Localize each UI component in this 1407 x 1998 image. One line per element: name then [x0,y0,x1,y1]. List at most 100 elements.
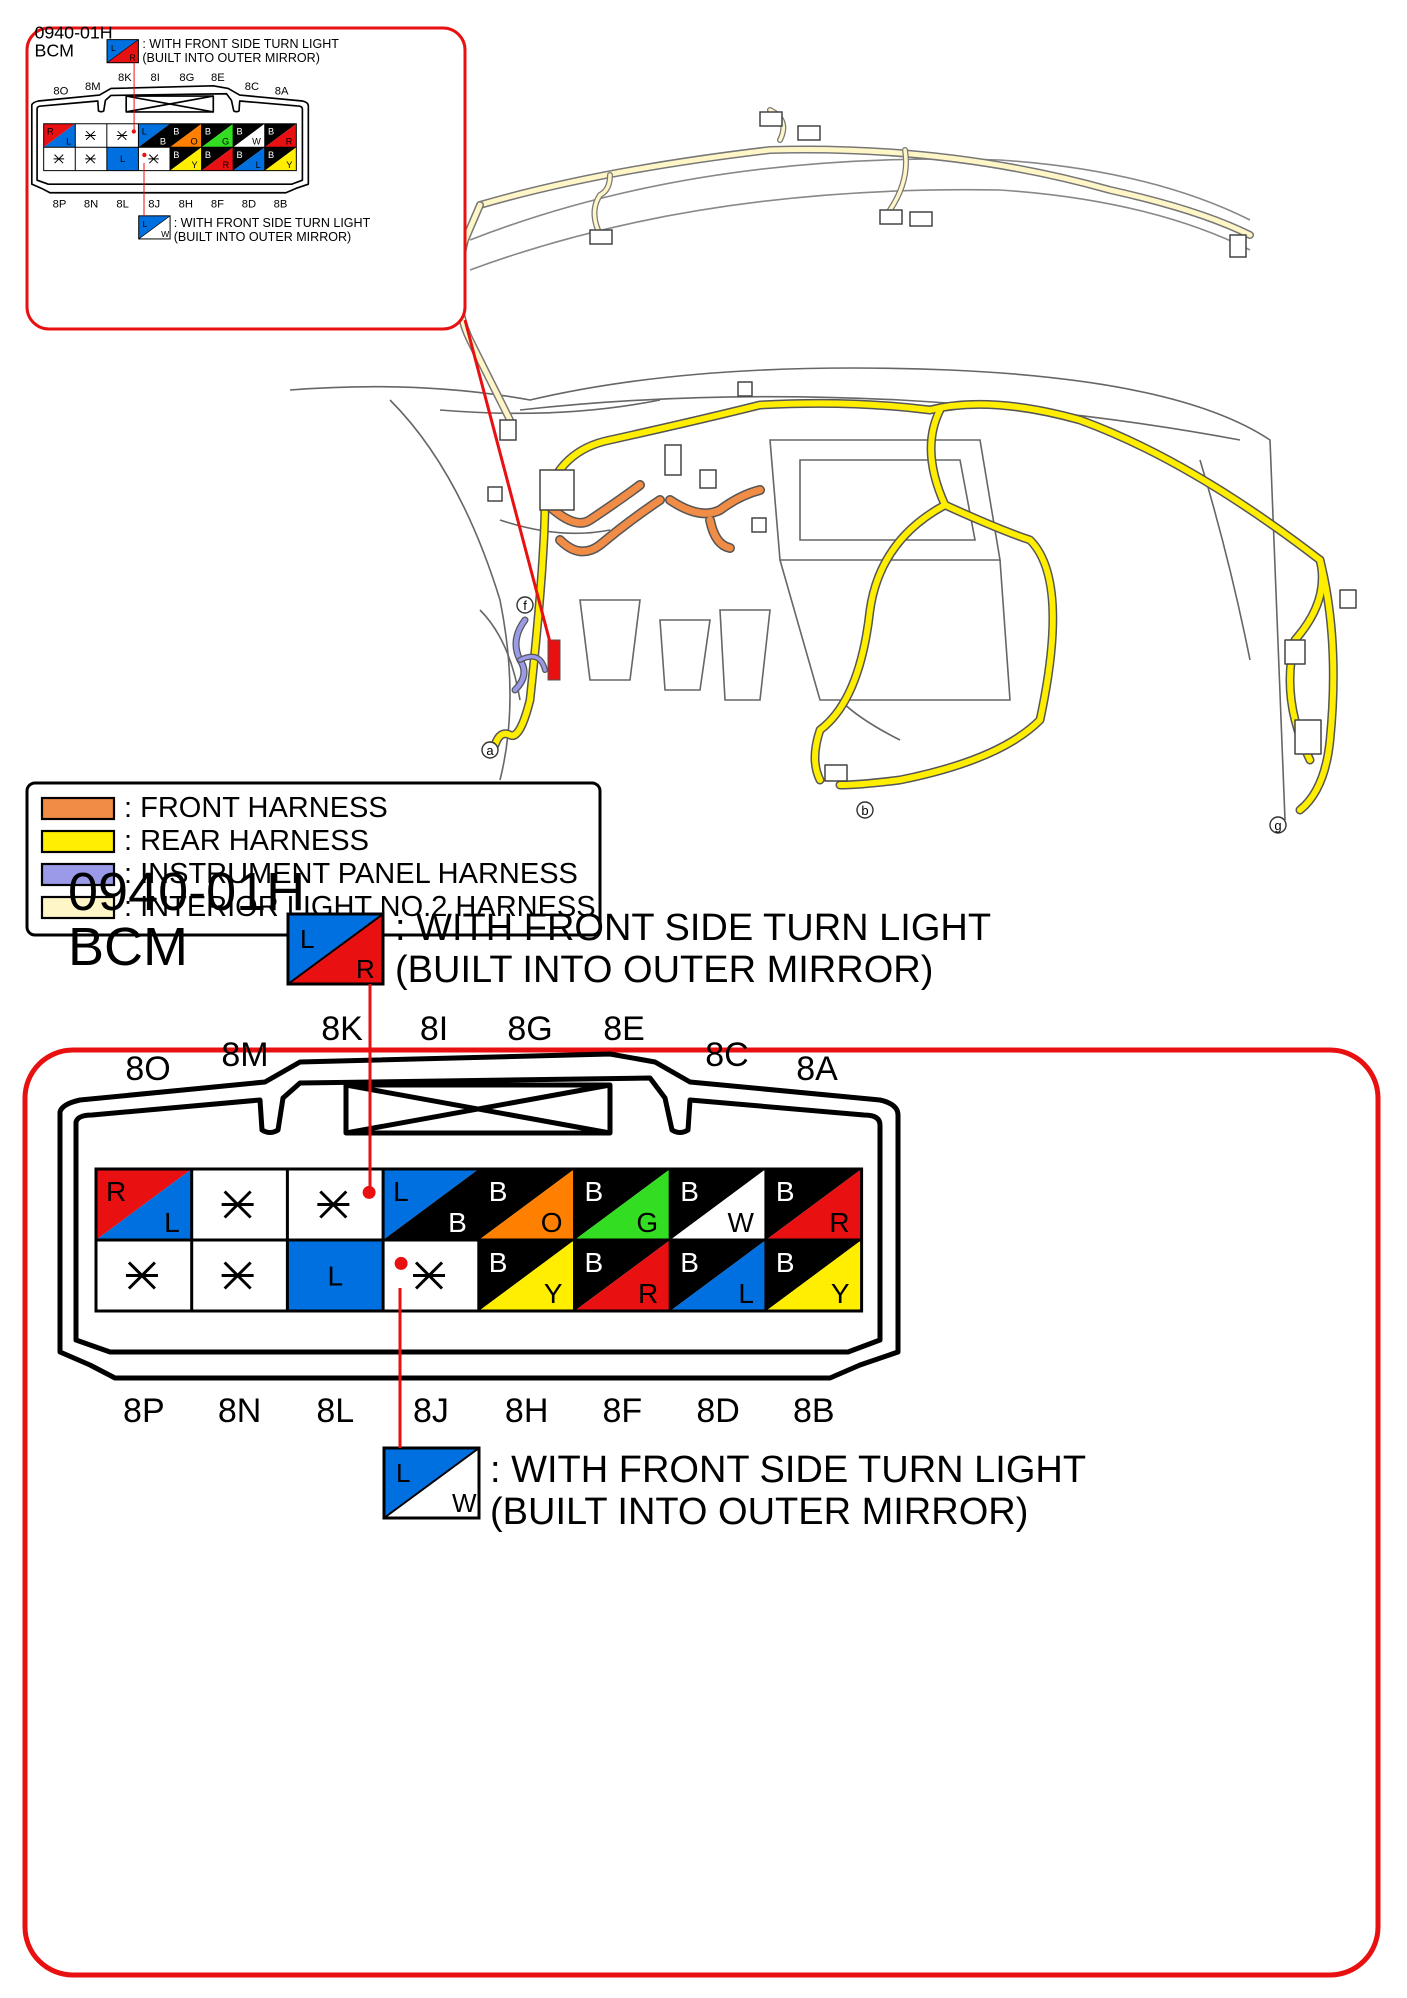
pin-row1-3 [287,1169,384,1240]
note-top-code-top: L [300,924,314,954]
terminal-label-8P: 8P [123,1392,165,1430]
inset-note-top-line2: (BUILT INTO OUTER MIRROR) [142,51,320,65]
note-bottom-line1: : WITH FRONT SIDE TURN LIGHT [490,1449,1086,1491]
inset-connector-housing [30,84,310,194]
inset-terminal-label-8G: 8G [179,72,194,84]
inset-pin-row1-8-bottom: R [286,137,293,147]
terminal-label-8N: 8N [218,1392,261,1430]
note-top-line2: (BUILT INTO OUTER MIRROR) [395,949,933,991]
note-bottom: L W : WITH FRONT SIDE TURN LIGHT(BUILT INT… [382,1446,1086,1533]
terminal-label-8H: 8H [505,1392,548,1430]
inset-pin-row2-5-top: B [173,150,179,160]
pin-row1-7: BW [670,1169,766,1240]
inset-pin-row2-7-top: B [236,150,242,160]
pin-row1-6-bottom: G [636,1207,658,1238]
callout-a: a [481,741,499,759]
inset-note-top-line1: : WITH FRONT SIDE TURN LIGHT [142,37,339,51]
pin-row1-1-top: R [106,1176,126,1207]
inset-terminal-label-8L: 8L [116,198,128,210]
inset-pin-row1-6-top: B [205,126,211,136]
pin-row1-8: BR [765,1169,862,1240]
inset-pin-row1-8: BR [264,123,297,148]
inset-terminal-label-8M: 8M [85,81,101,93]
front-harness [487,419,767,557]
inset-note-bottom-line2: (BUILT INTO OUTER MIRROR) [174,230,352,244]
inset-note-bottom-line1: : WITH FRONT SIDE TURN LIGHT [174,216,371,230]
inset-pin-row1-6: BG [201,123,234,148]
legend-label: : INSTRUMENT PANEL HARNESS [124,858,578,890]
inset-connector-code: 0940-01H [34,22,112,42]
rear-harness [490,381,1357,815]
pin-row1-5: BO [478,1169,575,1240]
note-bottom-code-bottom: W [452,1488,477,1518]
inset-terminal-label-8C: 8C [245,81,259,93]
terminal-label-8M: 8M [221,1036,268,1074]
legend-swatch [40,895,116,920]
pin-row1-4: LB [383,1169,479,1240]
inset-pin-row2-2 [75,147,107,171]
pin-row2-6-top: B [585,1247,604,1278]
note-bottom-code-top: L [396,1458,410,1488]
pin-row1-4-bottom: B [448,1207,467,1238]
connector-housing [57,1051,901,1381]
inset-pin-row2-3-label: L [120,154,125,164]
inset-terminal-label-8N: 8N [84,198,98,210]
callout-leader-line [463,319,558,666]
terminal-label-8F: 8F [603,1392,643,1430]
legend-swatch [40,862,116,887]
inset-terminal-label-8B: 8B [274,198,288,210]
inset-pin-grid-lines [43,123,297,172]
pin-row2-3: L [287,1240,384,1311]
pin-row1-1: RL [96,1169,192,1240]
inset-pin-row1-7-top: B [236,126,242,136]
inset-pin-row1-4-bottom: B [160,137,166,147]
pin-row1-6-top: B [585,1176,604,1207]
svg-text:g: g [1274,818,1281,833]
terminal-label-8B: 8B [793,1392,835,1430]
inset-note-top-code-bottom: R [129,53,135,63]
legend-item-1: : FRONT HARNESS [40,792,388,824]
inset-pin-row1-5-bottom: O [190,137,197,147]
inset-pin-row1-6-bottom: G [222,137,229,147]
pin-row1-8-bottom: R [829,1207,849,1238]
terminal-label-8C: 8C [705,1036,748,1074]
pin-grid-lines [94,1167,864,1313]
inset-terminal-label-8E: 8E [211,72,225,84]
inset-terminal-label-8J: 8J [148,198,160,210]
legend-label: : REAR HARNESS [124,825,369,857]
inset-pin-row1-1-bottom: L [66,137,71,147]
inset-terminal-label-8D: 8D [242,198,256,210]
pin-row1-7-bottom: W [727,1207,754,1238]
callout-b: b [856,801,874,819]
callout-f: f [516,596,534,614]
terminal-label-8I: 8I [420,1010,448,1048]
pin-row1-6: BG [574,1169,671,1240]
inset-pin-row2-6: BR [201,147,234,171]
inset-note-bottom-code-top: L [143,219,148,229]
inset-connector-name: BCM [34,40,74,60]
terminal-label-8L: 8L [316,1392,354,1430]
inset-pin-row2-1 [43,147,76,171]
pin-row2-5-bottom: Y [544,1278,563,1309]
pin-row1-2 [191,1169,288,1240]
pin-row1-8-top: B [776,1176,795,1207]
terminal-label-8K: 8K [321,1010,363,1048]
pin-row2-7-bottom: L [738,1278,754,1309]
pin-row2-8-bottom: Y [831,1278,850,1309]
connector-name: BCM [68,917,188,977]
inset-terminal-label-8P: 8P [53,198,67,210]
pin-row1-1-bottom: L [164,1207,180,1238]
inset-terminal-label-8I: 8I [151,72,160,84]
pin-row2-1 [96,1240,192,1311]
pin-row2-7-top: B [680,1247,699,1278]
pin-row1-5-bottom: O [541,1207,563,1238]
inset-terminal-label-8A: 8A [275,85,289,97]
pin-row2-6: BR [574,1240,671,1311]
inset-pin-row2-3: L [106,147,139,171]
note-bottom-line2: (BUILT INTO OUTER MIRROR) [490,1491,1028,1533]
inset-terminal-label-8H: 8H [179,198,193,210]
